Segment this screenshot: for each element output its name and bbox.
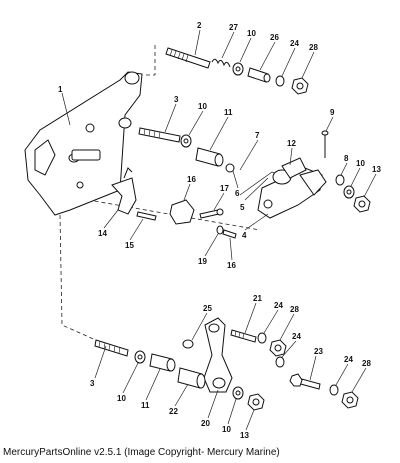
screw-part-9 (321, 116, 334, 158)
callout-25: 25 (203, 304, 212, 313)
lever-part-4 (244, 167, 327, 231)
nut-part-13-top (353, 173, 377, 213)
washer-part-10-top (232, 37, 252, 76)
stud-part-3-upper (138, 103, 181, 143)
callout-10: 10 (198, 102, 207, 111)
exploded-parts-diagram: 1 2 27 10 26 24 28 3 10 11 7 12 9 8 10 1… (24, 21, 381, 440)
callout-22: 22 (169, 407, 178, 416)
washer-part-24-top (275, 47, 296, 87)
washer-part-10-lower-left (122, 350, 146, 394)
screw-part-16-lower (222, 229, 237, 261)
stud-part-2 (165, 29, 211, 69)
callout-16: 16 (227, 261, 236, 270)
callout-15: 15 (125, 241, 134, 250)
screw-part-7 (225, 139, 259, 173)
callout-27: 27 (229, 23, 238, 32)
callout-1: 1 (58, 85, 63, 94)
screw-part-17 (199, 192, 225, 219)
washer-part-24-lower-c (329, 363, 349, 396)
callout-labels: 1 2 27 10 26 24 28 3 10 11 7 12 9 8 10 1… (58, 21, 381, 440)
callout-24: 24 (344, 355, 353, 364)
callout-4: 4 (242, 231, 247, 240)
callout-16: 16 (187, 175, 196, 184)
screw-part-23 (289, 355, 321, 390)
bushing-part-8 (335, 162, 348, 186)
callout-19: 19 (198, 257, 207, 266)
washer-part-19 (204, 225, 224, 257)
callout-13: 13 (240, 431, 249, 440)
washer-part-24-lower-b (275, 340, 297, 368)
stud-part-21 (230, 302, 257, 343)
callout-23: 23 (314, 347, 323, 356)
callout-28: 28 (362, 359, 371, 368)
nut-part-13-lower (245, 393, 265, 431)
bushing-part-26 (247, 41, 276, 83)
washer-part-10-middle (180, 110, 204, 148)
callout-2: 2 (197, 21, 202, 30)
callout-20: 20 (201, 419, 210, 428)
callout-11: 11 (141, 401, 150, 410)
stud-part-3-lower (94, 339, 129, 379)
callout-8: 8 (344, 154, 349, 163)
clip-part-14 (103, 167, 137, 229)
callout-28: 28 (309, 43, 318, 52)
callout-10: 10 (117, 394, 126, 403)
spring-part-27 (211, 31, 235, 68)
callout-5: 5 (240, 203, 245, 212)
callout-3: 3 (174, 95, 179, 104)
bushing-part-22 (174, 367, 206, 407)
bushing-part-11-lower (145, 353, 176, 401)
callout-24: 24 (274, 301, 283, 310)
callout-7: 7 (255, 131, 260, 140)
cam-part-12 (281, 147, 307, 179)
nut-part-28-lower-a (269, 313, 295, 357)
callout-6: 6 (235, 189, 240, 198)
washer-part-10-lower-right (227, 386, 244, 425)
nut-part-28-top (291, 51, 315, 95)
callout-14: 14 (98, 229, 107, 238)
callout-28: 28 (290, 305, 299, 314)
callout-11: 11 (224, 108, 233, 117)
callout-12: 12 (287, 139, 296, 148)
image-caption: MercuryPartsOnline v2.5.1 (Image Copyrig… (3, 447, 280, 458)
callout-10: 10 (247, 29, 256, 38)
callout-21: 21 (253, 294, 262, 303)
callout-10: 10 (356, 159, 365, 168)
washer-part-24-lower-a (257, 309, 279, 344)
callout-26: 26 (270, 33, 279, 42)
callout-10: 10 (222, 425, 231, 434)
screw-part-15 (129, 211, 157, 241)
callout-3: 3 (90, 379, 95, 388)
nut-part-28-lower-c (341, 367, 367, 409)
callout-17: 17 (220, 184, 229, 193)
callout-13: 13 (372, 165, 381, 174)
pin-part-6 (232, 170, 239, 189)
callout-24: 24 (290, 39, 299, 48)
bushing-part-11-upper (195, 116, 229, 167)
washer-part-10-right (343, 167, 361, 199)
block-part-16-upper (169, 183, 195, 225)
main-bracket-part-1 (24, 71, 143, 216)
pin-part-25 (182, 312, 208, 349)
lever-part-20 (203, 317, 233, 419)
callout-9: 9 (330, 108, 335, 117)
callout-24: 24 (292, 332, 301, 341)
